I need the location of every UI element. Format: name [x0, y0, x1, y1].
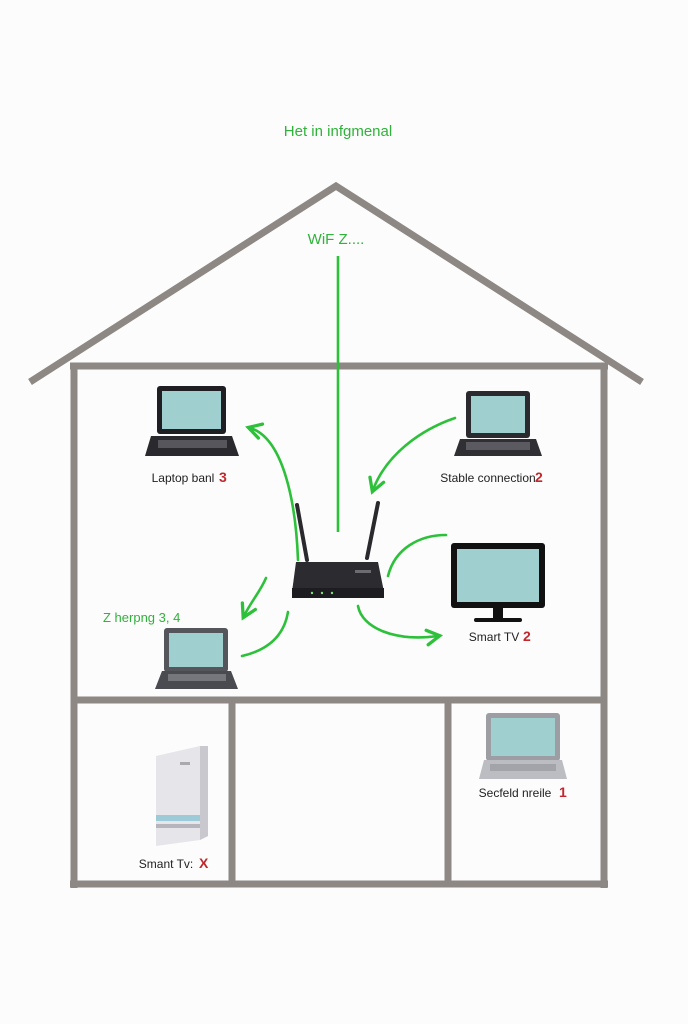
laptop-room-right-label: Secfeld nreile: [479, 786, 552, 800]
roof: [28, 181, 644, 385]
laptop-top-right-number: 2: [535, 469, 543, 485]
signal-arrows: [240, 416, 457, 658]
arrow-to-laptop-top-left: [245, 422, 300, 562]
diagram-title: Het in infgmenal: [284, 123, 392, 140]
laptop-icon: [145, 386, 239, 456]
appliance-label: Smant Tv:: [139, 857, 193, 871]
laptop-icon: [454, 391, 542, 456]
appliance-icon: [156, 746, 208, 846]
house-outline: [28, 181, 644, 888]
arrow-to-smart-tv: [386, 533, 448, 578]
laptop-room-right-number: 1: [559, 784, 567, 800]
arrow-router-down-left: [240, 610, 290, 658]
router-icon: [292, 501, 384, 598]
arrow-left-small: [240, 576, 268, 621]
laptop-top-left-number: 3: [219, 469, 227, 485]
laptop-icon: [479, 713, 567, 779]
laptop-top-left-label: Laptop banl: [152, 471, 215, 485]
smart-tv-label: Smart TV: [469, 630, 519, 644]
laptop-bottom-left-label: Z herpng 3, 4: [103, 610, 180, 625]
monitor-icon: [451, 543, 545, 622]
laptop-icon: [155, 628, 238, 689]
appliance-number: X: [199, 855, 209, 871]
arrow-router-down-right: [356, 604, 444, 647]
laptop-top-right-label: Stable connection: [440, 471, 535, 485]
wifi-label: WiF Z....: [308, 231, 365, 248]
arrow-from-laptop-top-right: [368, 416, 457, 495]
smart-tv-number: 2: [523, 628, 531, 644]
